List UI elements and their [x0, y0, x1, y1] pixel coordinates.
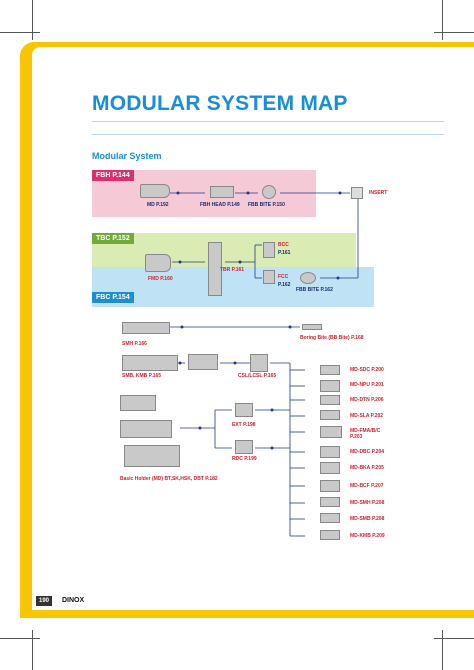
label-smb-kmb: SMB, KMB P.165 — [122, 373, 162, 379]
crop-mark — [442, 0, 443, 40]
crop-mark — [434, 32, 474, 33]
fmd-part — [145, 254, 171, 272]
label-fbb-bite-162: FBB BITE P.162 — [296, 287, 333, 293]
label-fmd: FMD P.160 — [148, 276, 173, 282]
label-fcc-page: P.162 — [278, 282, 291, 288]
md-list-item: MD-NPU P.201 — [350, 382, 384, 388]
md-dtn-part — [320, 395, 340, 405]
fbc-band-tab: FBC P.154 — [92, 292, 134, 303]
label-tbr: TBR P.161 — [220, 267, 245, 273]
md-holder-part — [140, 184, 170, 198]
label-csl: CSL/LCSL P.165 — [238, 373, 277, 379]
md-npu-part — [320, 380, 340, 392]
md-sdc-part — [320, 365, 340, 375]
md-list-item: MD-DBC P.204 — [350, 449, 385, 455]
md-list-item: MD-SDC P.200 — [350, 367, 384, 373]
page-title: MODULAR SYSTEM MAP — [92, 92, 348, 115]
fcc-part — [263, 270, 275, 284]
fbh-band-tab: FBH P.144 — [92, 170, 134, 181]
md-sla-part — [320, 410, 340, 420]
label-ext: EXT P.198 — [232, 422, 256, 428]
crop-mark — [0, 32, 40, 33]
fbc-band — [92, 267, 374, 307]
tbr-part — [208, 242, 222, 296]
smb-kmb-head-part — [188, 354, 218, 370]
tbc-band-tab: TBC P.152 — [92, 233, 134, 244]
md-bcf-part — [320, 480, 340, 492]
crop-mark — [32, 630, 33, 670]
md-smb-part — [320, 513, 340, 523]
md-list-item: MD-SMB P.208 — [350, 516, 385, 522]
page-content-area — [32, 47, 474, 610]
md-kmb-part — [320, 530, 340, 540]
rdc-part — [235, 440, 253, 454]
crop-mark — [442, 630, 443, 670]
md-list-item: MD-SMH P.208 — [350, 500, 385, 506]
title-rule — [92, 134, 444, 135]
label-basic-holder: Basic Holder (MD) BT,SK,HSK, DBT P.182 — [120, 476, 218, 482]
label-bcc-page: P.161 — [278, 250, 291, 256]
basic-holder-part — [120, 420, 172, 438]
page-number-badge: 190 — [36, 596, 53, 606]
label-boring-bite: Boring Bite (BB Bite) P.168 — [300, 335, 364, 341]
brand-name: DINOX — [62, 597, 85, 604]
label-md: MD P.192 — [147, 202, 169, 208]
section-title: Modular System — [92, 151, 162, 161]
crop-mark — [434, 638, 474, 639]
label-fcc: FCC — [278, 274, 289, 280]
label-bcc: BCC — [278, 242, 289, 248]
md-list-item: MD-KMB P.209 — [350, 533, 385, 539]
label-smh: SMH P.166 — [122, 341, 147, 347]
ext-part — [235, 403, 253, 417]
md-dbc-part — [320, 446, 340, 458]
md-smh-part — [320, 497, 340, 507]
tbc-band — [92, 233, 356, 267]
md-list-item: MD-DTN P.206 — [350, 397, 384, 403]
bcc-part — [263, 242, 275, 258]
basic-holder-part — [124, 445, 180, 467]
boring-bite-part — [302, 324, 322, 330]
md-list-item: MD-BCF P.207 — [350, 483, 384, 489]
basic-holder-part — [120, 395, 156, 411]
csl-part — [250, 354, 268, 372]
label-fbh-head: FBH HEAD P.149 — [200, 202, 240, 208]
label-fbb-bite-150: FBB BITE P.150 — [248, 202, 285, 208]
md-bka-part — [320, 462, 340, 474]
crop-mark — [0, 638, 40, 639]
smb-kmb-part — [122, 355, 178, 371]
md-list-item: MD-BKA P.205 — [350, 465, 384, 471]
fbb-bite-part — [262, 185, 276, 199]
md-list-item: MD-FMA/B/C P.203 — [350, 428, 381, 440]
fbb-bite-162-part — [300, 272, 316, 284]
crop-mark — [32, 0, 33, 40]
fbh-head-part — [210, 186, 234, 198]
smh-part — [122, 322, 170, 334]
label-rdc: RDC P.199 — [232, 456, 257, 462]
label-insert: INSERT — [369, 190, 388, 196]
title-rule — [92, 121, 444, 122]
insert-part — [351, 187, 363, 199]
md-fma-part — [320, 426, 342, 438]
md-list-item: MD-SLA P.202 — [350, 413, 384, 419]
